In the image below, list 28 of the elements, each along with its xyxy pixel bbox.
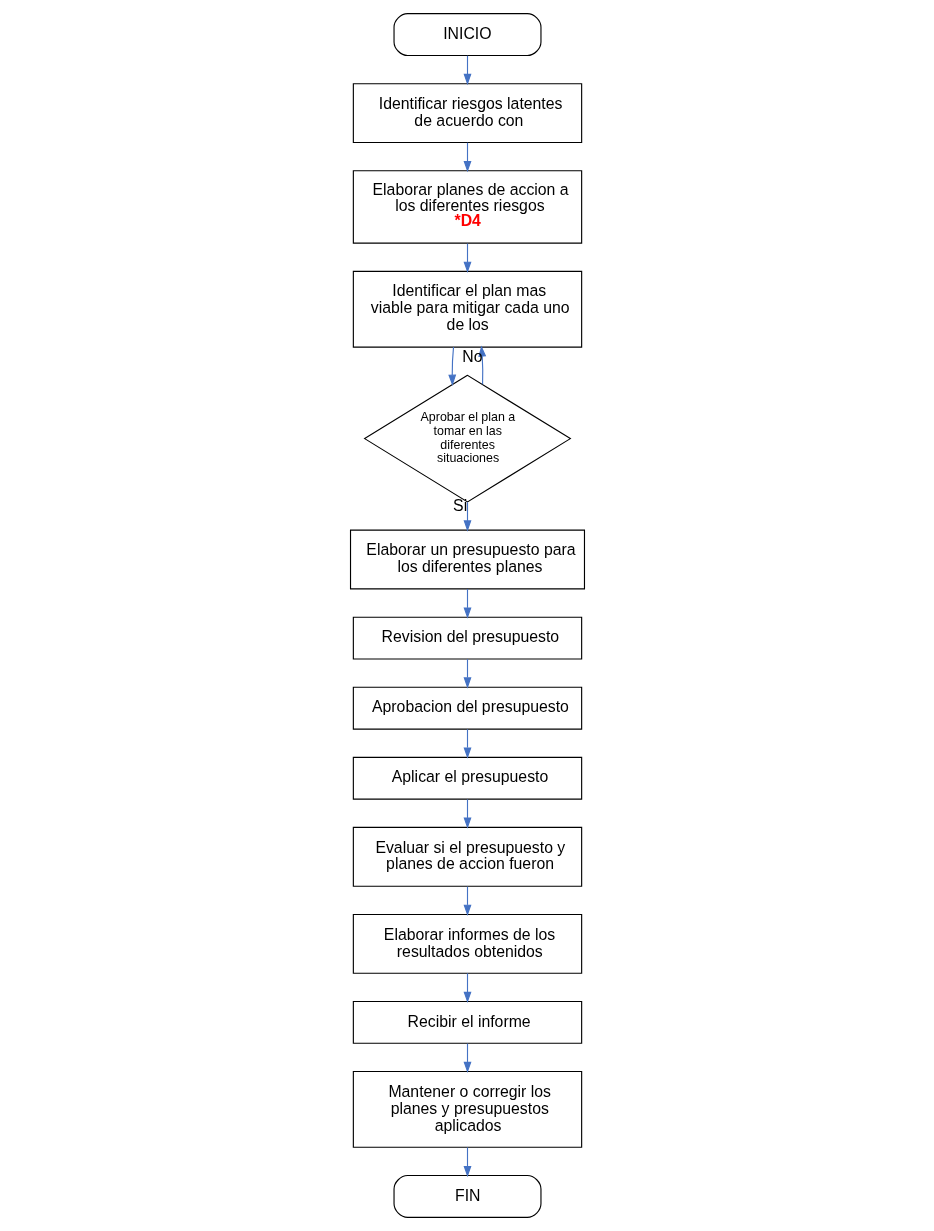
edge-label: No bbox=[461, 347, 483, 365]
arrow bbox=[463, 588, 471, 619]
node-box: INICIO bbox=[392, 13, 542, 57]
node-box: Evaluar si el presupuesto y planes de accion fueron bbox=[352, 826, 582, 887]
arrow bbox=[463, 55, 471, 86]
arrow bbox=[463, 1043, 471, 1074]
arrow bbox=[463, 1146, 471, 1178]
node-box: Identificar riesgos latentes de acuerdo con bbox=[352, 83, 582, 144]
arrow bbox=[463, 728, 471, 759]
node-box: Elaborar un presupuesto para los diferentes planes bbox=[349, 529, 585, 590]
arrow bbox=[463, 972, 471, 1004]
node-box: Aplicar el presupuesto bbox=[352, 756, 582, 800]
node-box: Identificar el plan mas viable para mitigar cada uno de los bbox=[352, 270, 582, 348]
arrow bbox=[463, 798, 471, 829]
node-box: FIN bbox=[392, 1174, 542, 1218]
node-box: Aprobacion del presupuesto bbox=[352, 686, 582, 730]
node-box: Elaborar planes de accion a los diferentes riesgos *D4 bbox=[352, 170, 582, 244]
arrow bbox=[463, 658, 471, 689]
node-box: Mantener o corregir los planes y presupuestos aplicados bbox=[352, 1071, 582, 1148]
node-box: Revision del presupuesto bbox=[352, 616, 582, 660]
node-box: Elaborar informes de los resultados obtenidos bbox=[352, 913, 582, 974]
arrow bbox=[477, 345, 486, 385]
arrow bbox=[447, 346, 456, 386]
arrow bbox=[463, 886, 471, 917]
arrow bbox=[463, 243, 471, 273]
node-box: Recibir el informe bbox=[352, 1000, 582, 1044]
arrow bbox=[463, 142, 471, 173]
arrow bbox=[463, 501, 471, 532]
